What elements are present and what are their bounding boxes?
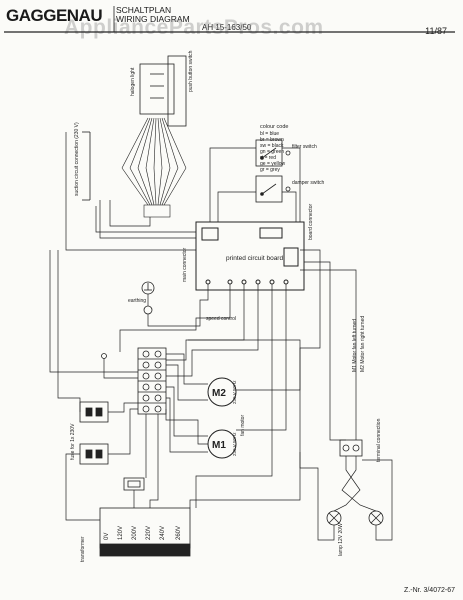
colour-code-7: gr = grey <box>260 167 280 173</box>
filter-switch-label: filter switch <box>292 144 317 150</box>
halogen-label: halogen light <box>130 67 136 96</box>
lamp-left <box>326 510 342 526</box>
fan-motor-label: fan motor <box>240 415 246 436</box>
tap-260v: 260V <box>176 526 182 540</box>
filter-switch <box>255 139 291 167</box>
terminal-connection-label: terminal connection <box>376 418 382 462</box>
main-connector-label: main connector <box>182 247 188 282</box>
terminal-block <box>101 347 167 415</box>
damper-switch-label: damper switch <box>292 180 324 186</box>
lamp-right <box>368 510 384 526</box>
motor-m2 <box>207 377 237 407</box>
suction-circuit-label: suction circuit connection (230 V) <box>74 122 80 196</box>
transformer <box>99 507 191 557</box>
colour-code-title: colour code <box>260 124 288 130</box>
motor-m1-spec: 230 V 50Hz <box>232 432 237 456</box>
push-button-switch <box>139 55 187 127</box>
lamp-label: lamp 12V 20W <box>338 523 344 556</box>
tap-200v: 200V <box>132 526 138 540</box>
motor-note-1: M1 Motor fan left turned <box>352 319 358 372</box>
motor-note-2: M2 Motor fan right turned <box>360 316 366 372</box>
model-number: AH 15-163/50 <box>202 23 252 32</box>
speed-control-label: speed control <box>206 316 236 322</box>
fuse-label: fuse for 1x 230V <box>70 423 76 460</box>
suction-circuit-bracket <box>82 131 91 201</box>
earthing-label: earthing <box>128 298 146 304</box>
brand-logo: GAGGENAU <box>6 6 103 25</box>
colour-code-1: bl = blue <box>260 131 279 137</box>
drawing-number: Z.-Nr. 3/4072-67 <box>404 587 455 594</box>
transformer-label: transformer <box>80 536 86 562</box>
title-line-1: SCHALTPLAN <box>116 5 172 15</box>
tap-120v: 120V <box>118 526 124 540</box>
fuse-holder-2 <box>79 443 109 465</box>
circuit-board-label: printed circuit board <box>226 255 283 262</box>
tap-240v: 240V <box>160 526 166 540</box>
motor-m2-spec: 230 V 50Hz <box>232 380 237 404</box>
wiring <box>49 132 393 541</box>
colour-code-6: ge = yellow <box>260 161 286 167</box>
revision-date: 11/87 <box>425 26 447 36</box>
push-button-label: push button switch <box>188 50 194 92</box>
colour-code-4: gn = green <box>260 149 284 155</box>
tap-220v: 220V <box>146 526 152 540</box>
colour-code-5: rt = red <box>260 155 276 161</box>
motor-m2-label: M2 <box>212 388 226 399</box>
tap-0v: 0V <box>104 533 110 540</box>
diagram-title: SCHALTPLAN WIRING DIAGRAM <box>116 6 190 24</box>
colour-code-3: sw = black <box>260 143 284 149</box>
cable-harness <box>121 117 187 218</box>
motor-m1-label: M1 <box>212 440 226 451</box>
lamp-terminal-block <box>339 439 363 457</box>
relay-box <box>123 477 145 491</box>
printed-circuit-board <box>195 221 305 291</box>
title-line-2: WIRING DIAGRAM <box>116 14 190 24</box>
fuse-holder-1 <box>79 401 109 423</box>
damper-switch <box>255 175 291 203</box>
board-connector-label: board connector <box>308 204 314 240</box>
